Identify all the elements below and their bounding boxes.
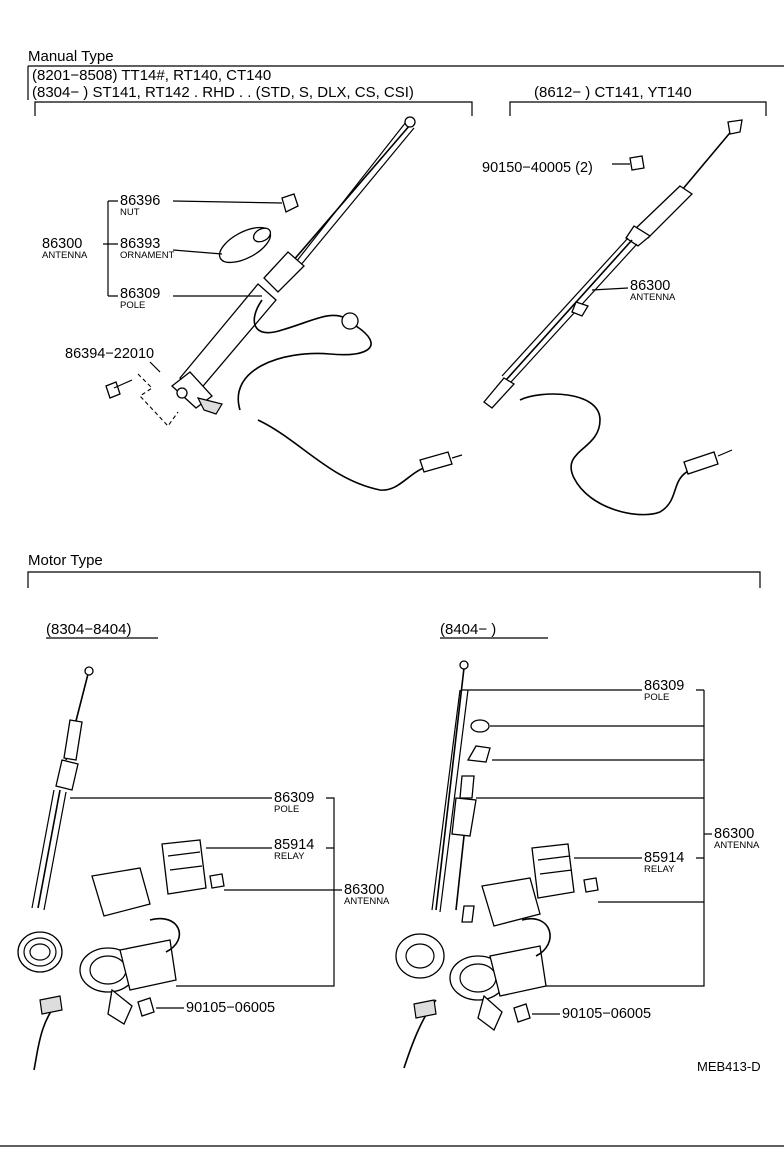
manual-left-pole-number: 86309 [120,286,160,302]
motor-right-range-header: (8404− ) [440,621,548,639]
figure-code: MEB413-D [697,1059,761,1074]
motor-left-illustration [17,666,225,1071]
motor-left-relay-number: 85914 [274,837,314,853]
motor-type-header: Motor Type [27,552,761,588]
motor-left-callouts: 86309 POLE 85914 RELAY 86300 ANTENNA 901… [70,790,390,1016]
manual-left-pole-name: POLE [120,300,145,311]
motor-left-range-header: (8304−8404) [46,621,158,639]
motor-right-pole-name: POLE [644,692,669,703]
motor-right-range: (8404− ) [440,621,496,638]
motor-left-pole-name: POLE [274,804,299,815]
motor-right-antenna-number: 86300 [714,826,754,842]
manual-right-callouts: 90150−40005 (2) 86300 ANTENNA [482,160,676,303]
motor-right-antenna-name: ANTENNA [714,840,760,851]
motor-left-bolt-number: 90105−06005 [186,1000,275,1016]
manual-left-antenna-illustration [105,116,463,491]
nut-part-name: NUT [120,207,140,218]
motor-right-relay-name: RELAY [644,864,675,875]
manual-left-antenna-name: ANTENNA [42,250,88,261]
manual-right-antenna-number: 86300 [630,278,670,294]
manual-type-header: Manual Type (8201−8508) TT14#, RT140, CT… [27,48,784,116]
manual-type-heading: Manual Type [28,48,114,65]
nut-part-number: 86396 [120,193,160,209]
motor-type-heading: Motor Type [28,552,103,569]
motor-right-illustration [395,660,599,1069]
ornament-part-name: ORNAMENT [120,250,175,261]
manual-right-antenna-name: ANTENNA [630,292,676,303]
motor-right-callouts: 86309 POLE 86300 ANTENNA 85914 RELAY 901… [462,678,760,1022]
manual-left-bolt-number: 86394−22010 [65,346,154,362]
motor-left-range: (8304−8404) [46,621,132,638]
manual-applicability-line-2: (8304− ) ST141, RT142 . RHD . . (STD, S,… [32,84,414,101]
motor-left-antenna-name: ANTENNA [344,896,390,907]
motor-left-pole-number: 86309 [274,790,314,806]
manual-left-callouts: 86396 NUT 86300 ANTENNA 86393 ORNAMENT 8… [42,193,283,373]
ornament-part-number: 86393 [120,236,160,252]
motor-left-relay-name: RELAY [274,851,305,862]
motor-right-pole-number: 86309 [644,678,684,694]
manual-right-antenna-illustration [483,119,743,516]
screw-part-number: 90150−40005 (2) [482,160,593,176]
motor-right-relay-number: 85914 [644,850,684,866]
manual-applicability-line-1: (8201−8508) TT14#, RT140, CT140 [32,67,271,84]
manual-applicability-line-3: (8612− ) CT141, YT140 [534,84,692,101]
manual-left-antenna-number: 86300 [42,236,82,252]
motor-left-antenna-number: 86300 [344,882,384,898]
motor-right-bolt-number: 90105−06005 [562,1006,651,1022]
